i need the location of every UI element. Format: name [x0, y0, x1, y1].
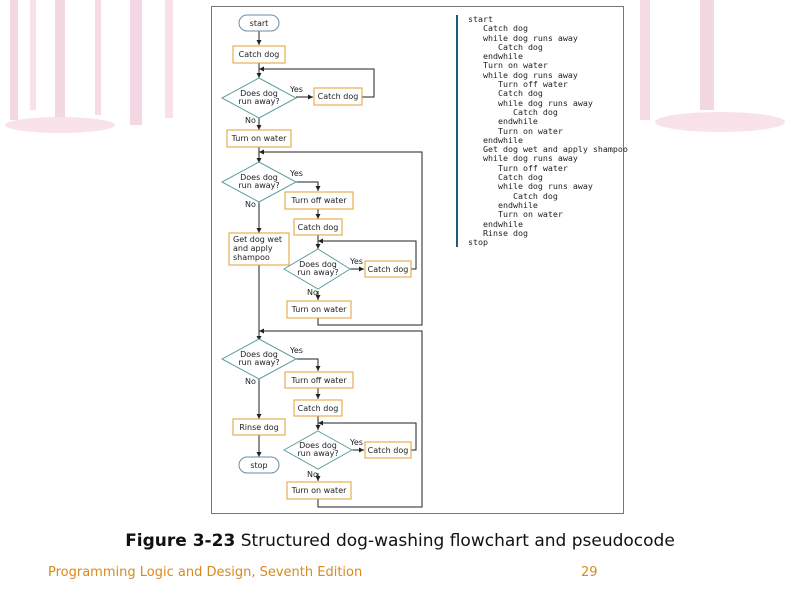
figure-frame: start Catch dog Does dog run away? Yes N…: [211, 6, 628, 514]
pseudocode-line: Catch dog: [468, 106, 558, 117]
decision-diamond: [220, 77, 298, 119]
decision-label: Does dog: [240, 89, 278, 98]
yes-label: Yes: [349, 438, 363, 447]
stop-label: stop: [250, 461, 267, 470]
figure-caption: Figure 3-23 Structured dog-washing flowc…: [0, 531, 800, 551]
pseudocode-line: Catch dog: [468, 41, 543, 52]
no-label: No: [307, 470, 318, 479]
pseudocode-line: Turn off water: [468, 162, 568, 173]
stop-terminal: [238, 456, 280, 474]
pseudocode-line: endwhile: [468, 199, 538, 210]
catch-dog-box: [364, 441, 412, 459]
turn-on-water-box: [226, 129, 292, 148]
pseudocode-block: start Catch dog while dog runs away Catc…: [468, 14, 628, 248]
pseudocode-line: stop: [468, 237, 488, 248]
no-label: No: [245, 116, 256, 125]
catch-dog-label: Catch dog: [368, 446, 409, 455]
background-decoration: [5, 0, 785, 133]
catch-dog-label: Catch dog: [318, 92, 359, 101]
turn-on-water-label: Turn on water: [291, 305, 348, 314]
pseudocode-line: Catch dog: [468, 23, 528, 34]
turn-off-water-label: Turn off water: [290, 376, 347, 385]
decision-label: run away?: [297, 449, 338, 458]
start-label: start: [250, 19, 269, 28]
pseudocode-line: endwhile: [468, 116, 538, 127]
catch-dog-box: [232, 45, 286, 64]
decision-label: run away?: [238, 358, 279, 367]
pseudocode-line: Turn on water: [468, 60, 548, 71]
catch-dog-box: [293, 218, 343, 236]
decision-label: Does dog: [240, 173, 278, 182]
caption-text: Structured dog-washing flowchart and pse…: [240, 531, 675, 551]
decision-label: run away?: [238, 97, 279, 106]
turn-on-water-box: [286, 300, 352, 319]
yes-label: Yes: [289, 346, 303, 355]
pseudocode-line: while dog runs away: [468, 32, 578, 43]
pseudocode-line: while dog runs away: [468, 153, 578, 164]
decision-label: Does dog: [240, 350, 278, 359]
turn-on-water-label: Turn on water: [231, 134, 288, 143]
no-label: No: [307, 288, 318, 297]
no-label: No: [245, 200, 256, 209]
decision-diamond: [283, 248, 351, 290]
yes-label: Yes: [289, 169, 303, 178]
turn-off-water-box: [284, 371, 354, 389]
yes-label: Yes: [349, 257, 363, 266]
catch-dog-label: Catch dog: [298, 404, 339, 413]
pseudocode-line: while dog runs away: [468, 181, 593, 192]
turn-on-water-box: [286, 481, 352, 500]
pseudocode-line: while dog runs away: [468, 97, 593, 108]
catch-dog-box: [313, 87, 363, 106]
caption-label: Figure 3-23: [125, 531, 236, 551]
catch-dog-box: [364, 260, 412, 278]
turn-on-water-label: Turn on water: [291, 486, 348, 495]
pseudocode-bar: [456, 15, 458, 247]
no-label: No: [245, 377, 256, 386]
decision-diamond: [282, 430, 354, 470]
pseudocode-line: while dog runs away: [468, 69, 578, 80]
flowchart: start Catch dog Does dog run away? Yes N…: [220, 14, 423, 508]
footer-page-number: 29: [581, 565, 598, 580]
pseudocode-line: Catch dog: [468, 172, 543, 183]
pseudocode-line: Get dog wet and apply shampoo: [468, 144, 628, 155]
decision-label: Does dog: [299, 260, 337, 269]
get-wet-label: and apply: [233, 244, 273, 253]
pseudocode-line: Catch dog: [468, 190, 558, 201]
pseudocode-line: start: [468, 14, 493, 24]
decision-label: run away?: [297, 268, 338, 277]
get-wet-label: Get dog wet: [233, 235, 282, 244]
catch-dog-label: Catch dog: [368, 265, 409, 274]
turn-off-water-box: [284, 191, 354, 210]
pseudocode-line: Rinse dog: [468, 227, 528, 238]
start-terminal: [238, 14, 280, 32]
pseudocode-line: endwhile: [468, 218, 523, 229]
get-wet-label: shampoo: [233, 253, 270, 262]
catch-dog-label: Catch dog: [239, 50, 280, 59]
pseudocode-line: endwhile: [468, 134, 523, 145]
pseudocode-line: Turn on water: [468, 209, 563, 220]
decision-diamond: [220, 338, 298, 380]
get-wet-box: [228, 232, 290, 266]
pseudocode-line: Catch dog: [468, 88, 543, 99]
yes-label: Yes: [289, 85, 303, 94]
rinse-dog-box: [232, 418, 286, 436]
catch-dog-label: Catch dog: [298, 223, 339, 232]
decision-label: Does dog: [299, 441, 337, 450]
pseudocode-line: Turn off water: [468, 79, 568, 90]
rinse-dog-label: Rinse dog: [239, 423, 279, 432]
pseudocode-line: endwhile: [468, 51, 523, 62]
decision-label: run away?: [238, 181, 279, 190]
footer-book-title: Programming Logic and Design, Seventh Ed…: [48, 565, 363, 580]
turn-off-water-label: Turn off water: [290, 196, 347, 205]
decision-diamond: [220, 161, 298, 203]
catch-dog-box: [293, 399, 343, 417]
pseudocode-line: Turn on water: [468, 125, 563, 136]
